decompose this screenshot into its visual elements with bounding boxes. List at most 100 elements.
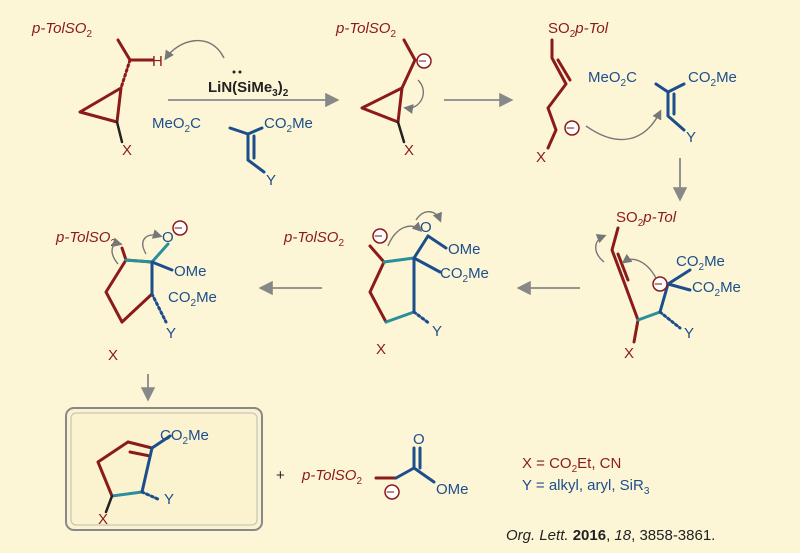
anion-charge-4: −: [654, 276, 663, 293]
michael-adduct: SO2p-Tol − CO2Me CO2Me Y X: [595, 209, 741, 362]
y-definition: Y = alkyl, aryl, SiR3: [522, 477, 650, 497]
co2me-label-4b: CO2Me: [692, 279, 741, 299]
y-wedge-6: [150, 292, 168, 324]
anion-charge-5: −: [374, 228, 383, 245]
co2me-label-5: CO2Me: [440, 265, 489, 285]
citation: Org. Lett. 2016, 18, 3858-3861.: [506, 527, 715, 544]
tolso2-label-bp: p-TolSO2: [301, 467, 362, 487]
y-label-4: Y: [684, 325, 694, 342]
ome-label-5: OMe: [448, 241, 481, 258]
chain-bonds-4: [610, 226, 640, 344]
meo2c-label-reagent: MeO2C: [152, 115, 201, 135]
acceptor-3: MeO2C CO2Me Y: [588, 69, 737, 146]
ring-bond-5b: [384, 310, 416, 324]
deprotonation-curly-arrow: [164, 40, 225, 61]
cx-bond-1: [115, 120, 124, 144]
double-bond-4: [616, 252, 630, 282]
h-label: H: [152, 53, 163, 70]
cyclopentyl-anion: p-TolSO2 − O OMe CO2Me Y X: [283, 211, 489, 358]
ring-bonds-p1: [96, 440, 130, 498]
cyclopentene-product: CO2Me Y X: [96, 427, 209, 528]
y-wedge-4: [658, 310, 682, 330]
malonate-bonds-4: [658, 268, 692, 314]
y-wedge-5: [412, 310, 432, 326]
tolso2-label-1: p-TolSO2: [31, 20, 92, 40]
cx-bond-p: [104, 494, 114, 514]
ome-label-6: OMe: [174, 263, 207, 280]
base-label: LiN(SiMe3)2: [208, 79, 289, 99]
ring-bonds-p3: [140, 434, 172, 494]
meo2c-label-3: MeO2C: [588, 69, 637, 89]
y-label-5: Y: [432, 323, 442, 340]
o-label-bp: O: [413, 431, 425, 448]
x-definition: X = CO2Et, CN: [522, 455, 621, 475]
ring-bonds-5a: [368, 244, 388, 324]
so2ptol-label-3: SO2p-Tol: [548, 20, 609, 40]
chain-bonds-3: [546, 38, 568, 150]
x-label-6: X: [108, 347, 118, 364]
new-cc-bond-4: [636, 310, 662, 322]
ring-bond-6c: [120, 292, 154, 324]
tolso2-label-6: p-TolSO2: [55, 229, 116, 249]
acceptor-bonds-3: [654, 82, 686, 132]
x-label-p: X: [98, 511, 108, 528]
o-label-5: O: [420, 219, 432, 236]
anion-charge-bp: −: [386, 484, 395, 501]
attack-curly-arrow-5: [387, 221, 422, 247]
tolso2-label-5: p-TolSO2: [283, 229, 344, 249]
new-bond-5: [382, 256, 416, 264]
x-label-3: X: [536, 149, 546, 166]
cyclopropane-ring-1: [78, 86, 123, 124]
ca-bond-2: [400, 58, 417, 90]
co2me-label-4a: CO2Me: [676, 253, 725, 273]
michael-curly-arrow: [585, 109, 662, 141]
alkene-bonds-reagent: [228, 126, 266, 174]
cyclopropane-ring-2: [360, 86, 404, 124]
y-label-reagent: Y: [266, 172, 276, 189]
x-label-5: X: [376, 341, 386, 358]
double-bond-3: [556, 58, 572, 82]
ring-bonds-6b: [150, 260, 174, 296]
alkylidene-malonate-reagent: MeO2C CO2Me Y: [152, 115, 313, 189]
ring-double-bond-p: [126, 440, 154, 458]
ester-bonds-bp: [394, 446, 436, 484]
new-bonds-6: [124, 242, 170, 264]
y-wedge-p: [140, 490, 162, 502]
x-label-2: X: [404, 142, 414, 159]
ome-label-bp: OMe: [436, 481, 469, 498]
elimination-curly-arrow-6: [111, 237, 123, 265]
wedge-bond: [119, 58, 132, 90]
anion-charge-3: −: [566, 120, 575, 137]
tolso2-label-2: p-TolSO2: [335, 20, 396, 40]
carbonyl-curly-arrow-5: [415, 211, 442, 223]
co2me-label-reagent: CO2Me: [264, 115, 313, 135]
cs-bond-2: [402, 38, 417, 62]
ch-bond: [116, 38, 155, 62]
cx-bond-2: [396, 120, 406, 144]
plus-sign: +: [276, 467, 285, 484]
collapse-curly-arrow-6: [142, 229, 163, 255]
x-label-4: X: [624, 345, 634, 362]
tetrahedral-intermediate: p-TolSO2 O − OMe CO2Me Y X: [55, 220, 217, 364]
ring-bond-p2: [110, 490, 144, 498]
co2me-label-3: CO2Me: [688, 69, 737, 89]
cyclization-curly-arrow: [621, 253, 657, 279]
ester-bond-5: [426, 234, 448, 250]
y-label-p: Y: [164, 491, 174, 508]
ring-bonds-5c: [412, 234, 442, 314]
sulfinyl-acetate-byproduct: p-TolSO2 − O OMe: [301, 431, 469, 501]
anion-charge-2: −: [418, 53, 427, 70]
x-label-1: X: [122, 142, 132, 159]
starting-cyclopropyl-sulfone: p-TolSO2 H X: [31, 20, 163, 159]
co2me-label-6: CO2Me: [168, 289, 217, 309]
ring-opening-curly-arrow: [403, 79, 424, 114]
co2me-label-p: CO2Me: [160, 427, 209, 447]
y-label-6: Y: [166, 325, 176, 342]
cyclopropyl-anion: p-TolSO2 − X: [335, 20, 432, 159]
alkoxide-charge-6: −: [174, 220, 183, 237]
so2ptol-label-4: SO2p-Tol: [616, 209, 677, 229]
product-box: [65, 407, 263, 531]
y-label-3: Y: [686, 129, 696, 146]
